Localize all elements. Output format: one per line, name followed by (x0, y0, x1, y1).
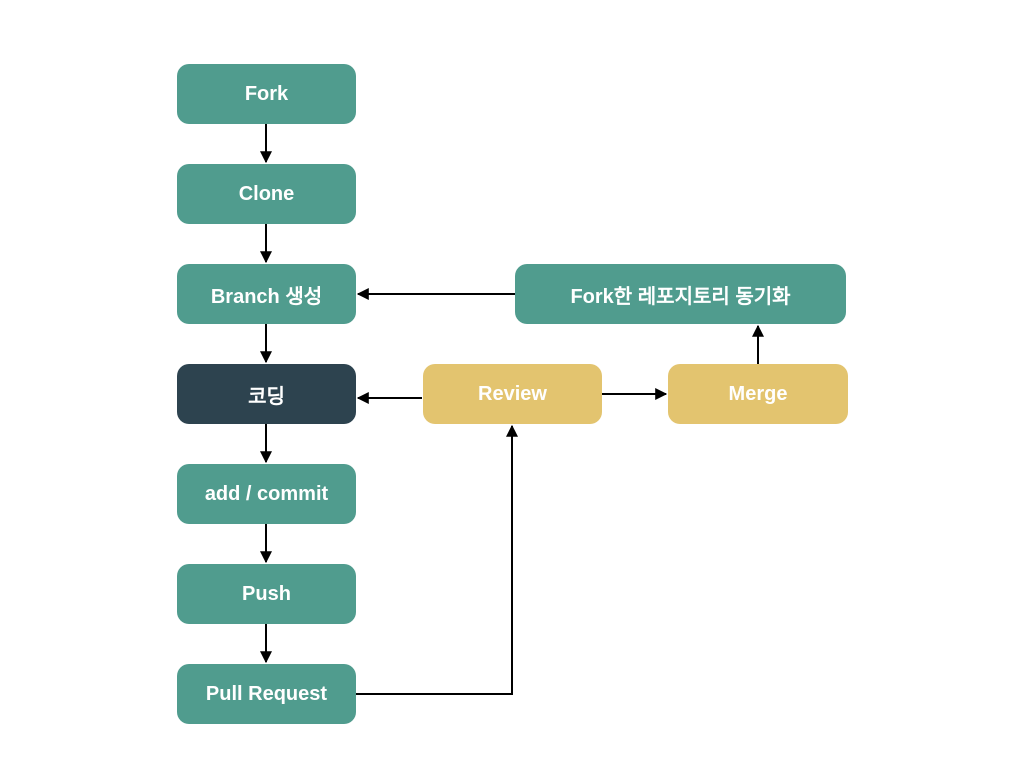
step-sync-fork-label: Fork한 레포지토리 동기화 (570, 285, 791, 308)
step-branch: Branch 생성 (177, 264, 356, 324)
step-clone: Clone (177, 164, 356, 224)
step-merge-label: Merge (728, 382, 788, 405)
step-branch-label: Branch 생성 (210, 285, 323, 308)
step-fork: Fork (177, 64, 356, 124)
step-sync-fork: Fork한 레포지토리 동기화 (515, 264, 846, 324)
step-review: Review (423, 364, 602, 424)
step-clone-label: Clone (238, 182, 295, 205)
arrow-pullrequest-to-review (356, 424, 518, 695)
step-coding-label: 코딩 (248, 385, 285, 408)
step-add-commit: add / commit (177, 464, 356, 524)
step-pull-request-label: Pull Request (205, 682, 328, 705)
step-fork-label: Fork (244, 82, 289, 105)
step-push: Push (177, 564, 356, 624)
step-push-label: Push (242, 582, 291, 605)
step-pull-request: Pull Request (177, 664, 356, 724)
step-merge: Merge (668, 364, 848, 424)
step-coding: 코딩 (177, 364, 356, 424)
step-review-label: Review (478, 382, 547, 405)
step-add-commit-label: add / commit (204, 482, 329, 505)
